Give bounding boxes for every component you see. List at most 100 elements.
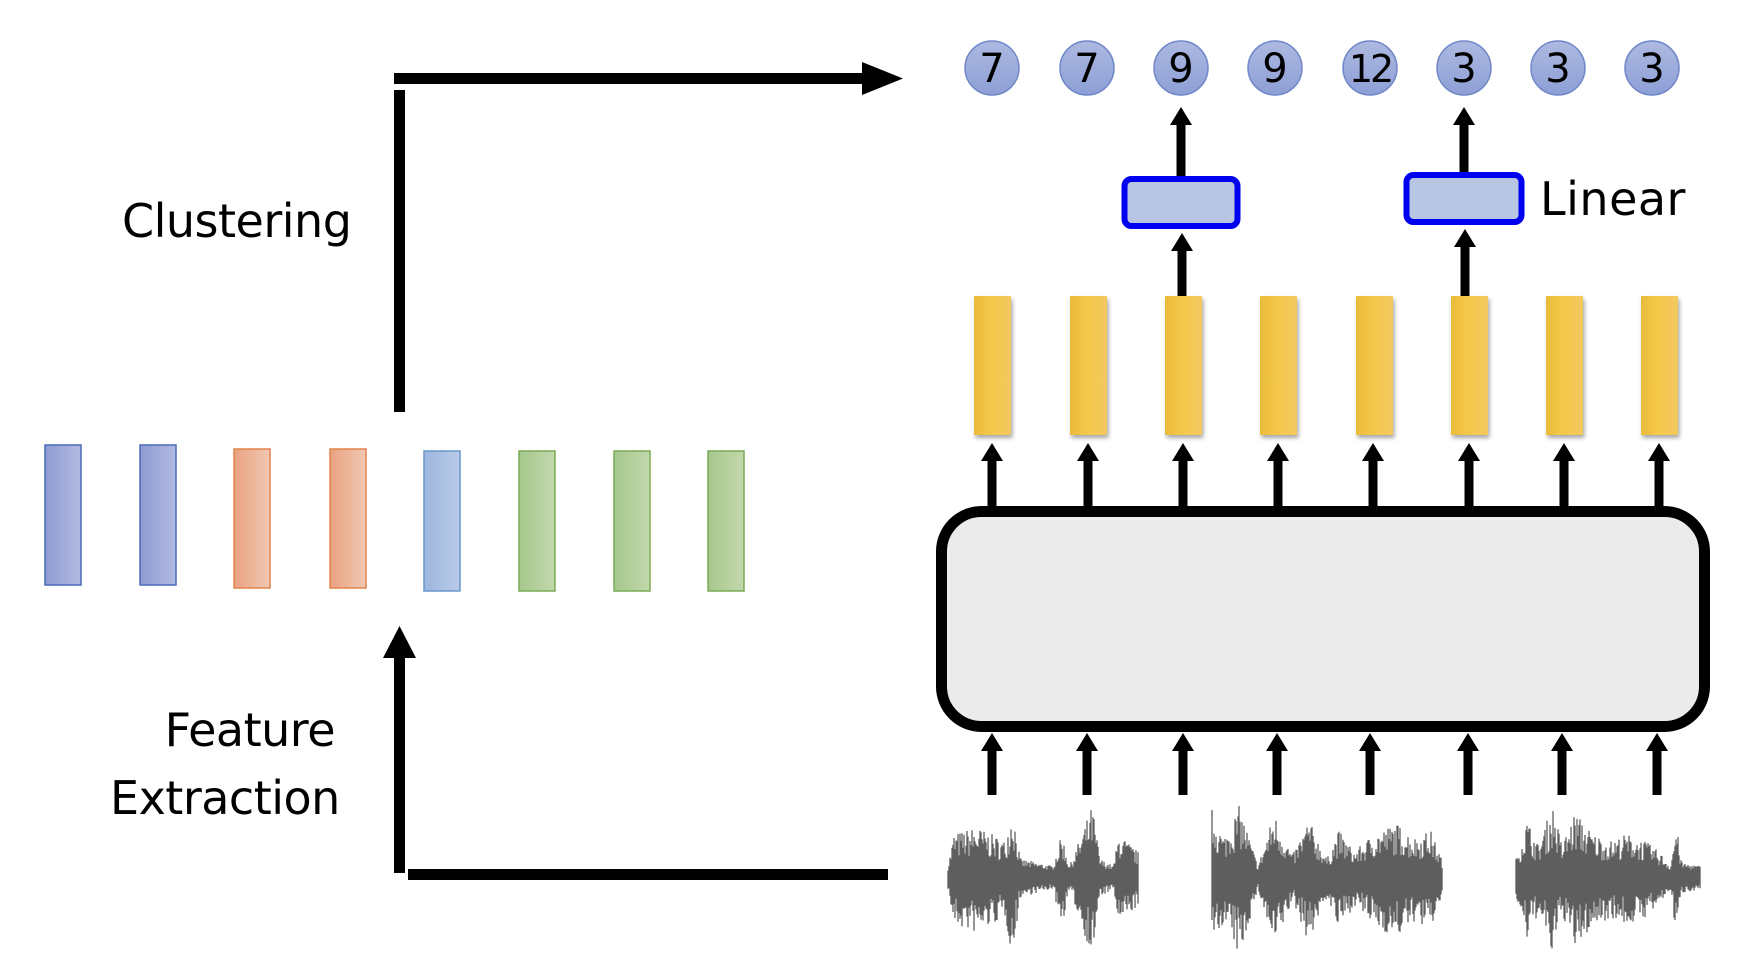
feature-vector-green: [707, 450, 745, 592]
arrow-shaft: [1559, 459, 1569, 508]
feature-extraction-connector: [383, 626, 888, 880]
arrow-shaft: [1365, 749, 1375, 795]
arrow-shaft: [1464, 459, 1474, 508]
cluster-target-label: 7: [979, 46, 1004, 92]
up-arrow: [1077, 443, 1099, 508]
cluster-target-label: 3: [1451, 46, 1476, 92]
arrowhead-icon: [1646, 733, 1668, 751]
arrow-shaft: [1463, 749, 1473, 795]
cluster-target-circle: [1342, 40, 1398, 96]
arrowhead-icon: [1171, 233, 1193, 251]
linear-layer-box: [1403, 172, 1525, 225]
arrow-shaft: [1654, 459, 1664, 508]
waveform-segment: [1211, 806, 1443, 949]
cluster-target-label: 9: [1262, 46, 1287, 92]
cluster-target-label: 12: [1349, 47, 1391, 91]
arrow-shaft: [1368, 459, 1378, 508]
arrowhead-icon: [1267, 443, 1289, 461]
transformer-outputs: [974, 296, 1678, 435]
arrowhead-icon: [1457, 733, 1479, 751]
up-arrow: [1076, 733, 1098, 795]
cluster-target: 12: [1342, 40, 1398, 96]
up-arrow: [1453, 107, 1475, 172]
arrowhead-icon: [1076, 733, 1098, 751]
arrowhead-icon: [1266, 733, 1288, 751]
feature-extraction-horizontal-line: [408, 869, 888, 880]
cluster-target: 3: [1530, 40, 1586, 96]
arrowhead-icon: [1553, 443, 1575, 461]
transformer-output-vector: [1356, 296, 1393, 435]
arrowhead-icon: [1077, 443, 1099, 461]
cluster-target: 7: [1059, 40, 1115, 96]
feature-vector-green: [613, 450, 651, 592]
arrowhead-icon: [1551, 733, 1573, 751]
cluster-target-circle: [1436, 40, 1492, 96]
feature-vector-indigo: [139, 444, 177, 586]
feature-vector-blue: [423, 450, 461, 592]
cluster-target: 3: [1436, 40, 1492, 96]
cluster-target: 9: [1247, 40, 1303, 96]
up-arrow: [1551, 733, 1573, 795]
cluster-target: 7: [964, 40, 1020, 96]
arrowhead-icon: [1172, 733, 1194, 751]
up-arrow: [1457, 733, 1479, 795]
up-arrow: [1172, 733, 1194, 795]
cluster-target-circle: [1153, 40, 1209, 96]
cluster-target-label: 3: [1545, 46, 1570, 92]
feature-vector-indigo: [44, 444, 82, 586]
waveform-segment: [947, 810, 1139, 945]
up-arrow: [1170, 107, 1192, 176]
arrowhead-icon: [1362, 443, 1384, 461]
arrowhead-icon: [1172, 443, 1194, 461]
up-arrow: [1362, 443, 1384, 508]
feature-extraction-label-line1: Feature: [164, 703, 336, 757]
audio-waveform: [947, 806, 1701, 949]
arrow-shaft: [1083, 459, 1093, 508]
arrow-shaft: [1557, 749, 1567, 795]
feature-vectors: [44, 444, 745, 592]
waveform-segment: [1515, 811, 1701, 949]
cluster-target-circle: [1530, 40, 1586, 96]
cluster-target-circle: [1247, 40, 1303, 96]
arrow-shaft: [987, 749, 997, 795]
cluster-target-label: 9: [1168, 46, 1193, 92]
up-arrow: [1648, 443, 1670, 508]
arrowhead-icon: [981, 733, 1003, 751]
feature-extraction-label: Feature Extraction: [110, 696, 340, 832]
arrowhead-icon: [981, 443, 1003, 461]
arrow-shaft: [1177, 249, 1187, 296]
feature-vector-orange: [233, 448, 271, 589]
transformer-output-vector: [974, 296, 1011, 435]
linear-label: Linear: [1540, 172, 1686, 226]
cluster-target-circle: [964, 40, 1020, 96]
arrow-shaft: [987, 459, 997, 508]
linear-head: [1121, 107, 1241, 296]
up-arrow: [1359, 733, 1381, 795]
arrow-shaft: [1652, 749, 1662, 795]
clustering-label: Clustering: [122, 194, 352, 248]
linear-head: [1403, 107, 1525, 296]
arrow-shaft: [1176, 123, 1186, 176]
arrowhead-icon: [1454, 229, 1476, 247]
transformer-output-vector: [1641, 296, 1678, 435]
arrowhead-icon: [1170, 107, 1192, 125]
clustering-connector: [394, 62, 903, 412]
arrow-shaft: [1273, 459, 1283, 508]
feature-extraction-vertical-line: [394, 655, 405, 873]
transformer-output-vector: [1165, 296, 1202, 435]
clustering-arrowhead-icon: [862, 62, 903, 95]
cluster-target-label: 7: [1074, 46, 1099, 92]
cluster-target-circle: [1059, 40, 1115, 96]
feature-extraction-label-line2: Extraction: [110, 771, 340, 825]
clustering-vertical-line: [394, 90, 405, 412]
arrowhead-icon: [1453, 107, 1475, 125]
arrow-shaft: [1272, 749, 1282, 795]
feature-vector-green: [518, 450, 556, 592]
cluster-target-circle: [1624, 40, 1680, 96]
up-arrow: [1266, 733, 1288, 795]
up-arrow: [1171, 233, 1193, 296]
feature-vector-orange: [329, 448, 367, 589]
up-arrow: [981, 443, 1003, 508]
